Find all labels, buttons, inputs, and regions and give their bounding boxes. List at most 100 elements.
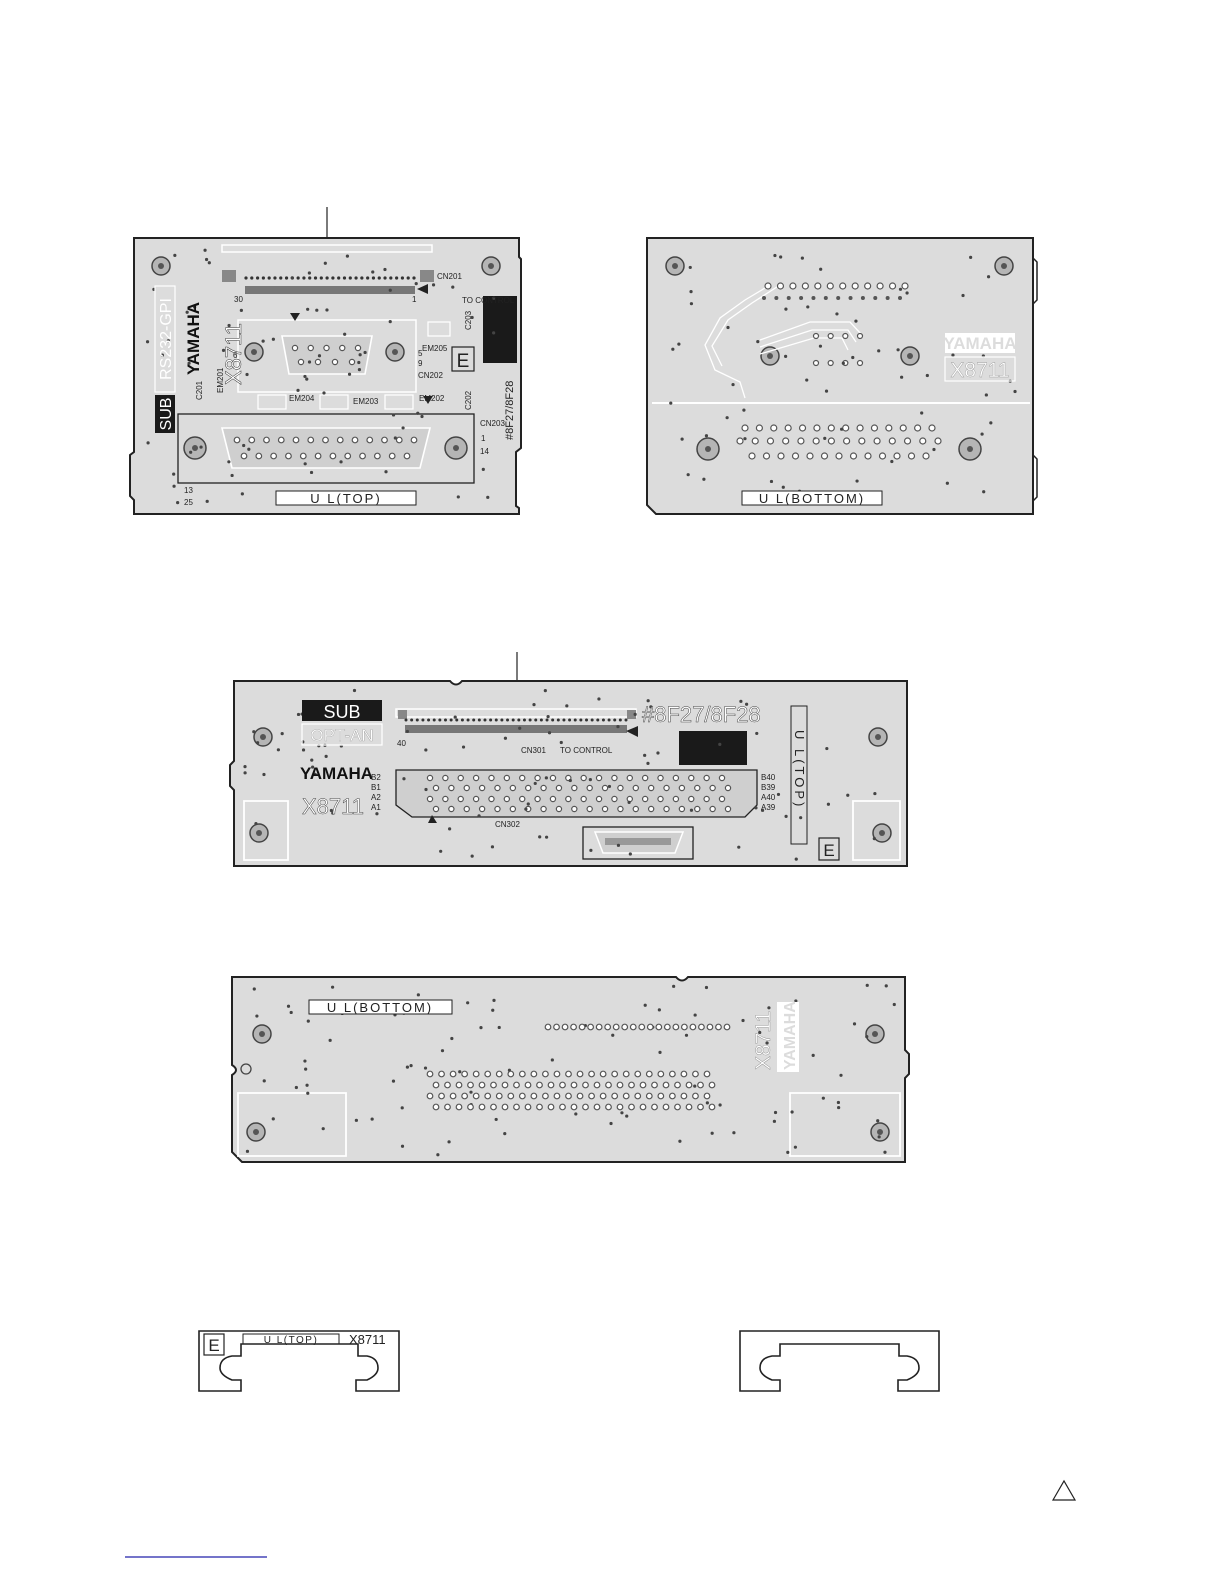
pad: [479, 1026, 483, 1030]
pad: [477, 718, 481, 722]
pad: [513, 1081, 520, 1089]
pad: [723, 1023, 731, 1031]
label-pin9: 9: [418, 359, 423, 368]
pad: [782, 437, 790, 445]
pad: [899, 424, 907, 432]
pad: [310, 758, 314, 762]
pad: [285, 452, 292, 460]
pad: [618, 718, 622, 722]
pad: [490, 845, 495, 849]
pad: [742, 408, 746, 412]
pad: [549, 774, 557, 782]
pad: [543, 689, 547, 693]
pad: [472, 1070, 480, 1078]
pad: [663, 1023, 671, 1031]
pad: [533, 781, 537, 786]
pad: [518, 1092, 526, 1100]
pad: [688, 774, 695, 782]
pad: [323, 344, 330, 352]
pad: [404, 718, 408, 722]
pad: [704, 985, 709, 990]
pad: [513, 1103, 520, 1111]
pad: [840, 427, 844, 431]
label-a40: A40: [761, 793, 776, 802]
pad: [671, 347, 675, 351]
pad: [255, 452, 263, 460]
pad: [836, 296, 841, 300]
pad: [455, 718, 459, 722]
pad: [306, 307, 310, 311]
label-pin14: 14: [480, 447, 489, 456]
pad: [467, 1081, 474, 1089]
pad: [290, 276, 294, 280]
pad: [354, 1118, 358, 1122]
pad: [694, 784, 701, 792]
pad: [703, 774, 710, 782]
pad: [406, 276, 410, 280]
pad: [703, 1092, 711, 1100]
pad: [574, 1112, 578, 1116]
pad: [901, 282, 909, 290]
pad: [877, 1135, 881, 1139]
pad: [405, 1065, 410, 1069]
pad: [827, 332, 834, 340]
pad: [969, 255, 973, 259]
brand-logo: YAMAHA: [300, 764, 373, 783]
pad: [244, 276, 248, 280]
pad: [848, 296, 853, 300]
pad: [821, 1096, 825, 1100]
label-cn201: CN201: [437, 272, 462, 281]
pad: [420, 414, 424, 419]
pad: [296, 712, 301, 717]
pad: [611, 774, 618, 782]
pad: [705, 1101, 709, 1105]
pad: [692, 1092, 699, 1100]
pad: [647, 784, 655, 792]
pad: [982, 490, 986, 494]
pad: [672, 795, 680, 803]
pad: [839, 282, 847, 290]
label-em201: EM201: [216, 367, 225, 393]
pad: [900, 375, 904, 379]
pad: [536, 1103, 543, 1111]
pad: [329, 452, 337, 460]
pad: [351, 436, 359, 444]
pad: [741, 424, 749, 432]
pad: [518, 726, 522, 730]
pad: [294, 1085, 298, 1090]
pad: [643, 1003, 647, 1007]
e-mark: E: [823, 841, 834, 860]
pad: [478, 1103, 486, 1111]
pad: [329, 808, 333, 813]
pad: [424, 748, 428, 752]
pad: [524, 807, 528, 811]
pad: [820, 452, 829, 460]
pad: [561, 1023, 569, 1031]
pad: [239, 308, 243, 312]
pad: [633, 712, 637, 716]
pad: [483, 718, 487, 722]
pad: [741, 1018, 745, 1023]
mount-holes: [246, 1024, 890, 1142]
pad: [304, 1067, 308, 1071]
brand-logo: YAMAHA: [782, 1001, 799, 1070]
pad: [506, 718, 510, 722]
pad: [486, 495, 490, 499]
pad: [854, 319, 858, 323]
pad: [851, 355, 855, 360]
pad: [773, 253, 777, 258]
pad: [553, 1070, 561, 1078]
pad: [657, 774, 664, 782]
pad: [501, 1081, 509, 1089]
pad: [870, 424, 879, 432]
pad: [233, 436, 241, 444]
pad: [627, 800, 631, 804]
pad: [470, 854, 474, 858]
pad: [373, 452, 381, 460]
pad: [791, 452, 800, 460]
pad: [876, 282, 884, 290]
pad: [693, 1013, 697, 1017]
pad: [207, 261, 211, 265]
pad: [989, 421, 993, 425]
pad: [497, 1025, 501, 1030]
